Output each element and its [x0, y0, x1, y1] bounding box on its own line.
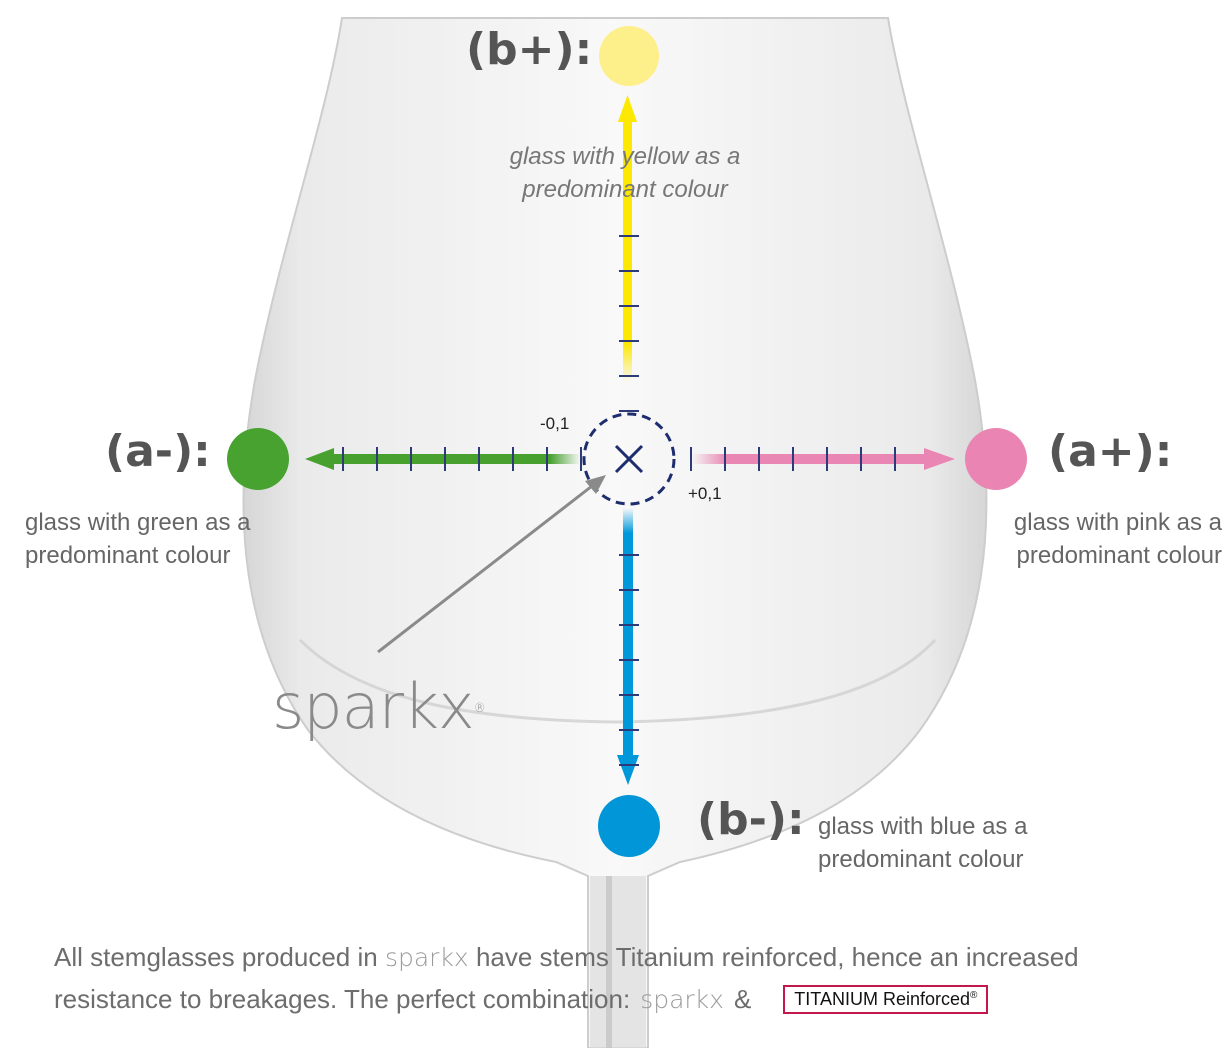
axis-label-a-minus: (a-): [105, 426, 211, 477]
description-a-plus-line2: predominant colour [1016, 542, 1222, 569]
description-b-plus-line2: predominant colour [522, 176, 728, 203]
description-a-plus-line1: glass with pink as a [1013, 509, 1222, 536]
axis-a-minus-arrow [305, 448, 580, 470]
footer-line-2: resistance to breakages. The perfect com… [54, 984, 989, 1015]
footer-line-1: All stemglasses produced in sparkx have … [54, 942, 1079, 973]
titanium-reinforced-badge: TITANIUM Reinforced® [783, 985, 989, 1014]
axis-a-plus-arrow [692, 448, 955, 470]
axis-b-minus-arrow [617, 508, 639, 785]
footer-line1-pre: All stemglasses produced in [54, 942, 378, 972]
dot-pink [965, 428, 1027, 490]
dot-blue [598, 795, 660, 857]
description-b-plus-line1: glass with yellow as a [509, 143, 741, 170]
dot-green [227, 428, 289, 490]
footer-line2-amp: & [733, 984, 752, 1014]
description-a-minus: glass with green as a predominant colour [25, 506, 250, 572]
dot-yellow [599, 26, 659, 86]
footer-line2-brand: sparkx [640, 985, 724, 1014]
description-b-minus-line1: glass with blue as a [818, 813, 1028, 840]
axis-tick-marks [342, 235, 896, 766]
description-b-minus-line2: predominant colour [818, 846, 1024, 873]
description-b-minus: glass with blue as a predominant colour [818, 810, 1027, 876]
axis-label-b-minus: (b-): [697, 794, 805, 845]
brand-logo: sparkx® [272, 676, 486, 738]
footer-line1-post: have stems Titanium reinforced, hence an… [475, 942, 1079, 972]
titanium-badge-reg: ® [970, 990, 978, 1001]
axis-b-plus-arrow [618, 95, 637, 382]
brand-logo-registered: ® [473, 701, 486, 715]
tick-label-positive: +0,1 [688, 484, 722, 503]
axis-label-a-plus: (a+): [1048, 426, 1173, 477]
description-a-minus-line1: glass with green as a [25, 509, 251, 536]
tick-label-negative: -0,1 [540, 414, 570, 433]
axis-label-b-plus: (b+): [466, 24, 593, 75]
description-a-plus: glass with pink as a predominant colour [1014, 506, 1222, 572]
footer-line2-pre: resistance to breakages. The perfect com… [54, 984, 631, 1014]
origin-marker [582, 412, 676, 506]
footer-line1-brand: sparkx [384, 943, 469, 972]
glass-silhouette [242, 17, 988, 1048]
description-b-plus: glass with yellow as a predominant colou… [470, 140, 780, 206]
brand-logo-text: sparkx [272, 670, 475, 743]
titanium-badge-text: TITANIUM Reinforced [794, 989, 970, 1009]
brand-pointer-arrow [377, 475, 606, 654]
description-a-minus-line2: predominant colour [25, 542, 231, 569]
